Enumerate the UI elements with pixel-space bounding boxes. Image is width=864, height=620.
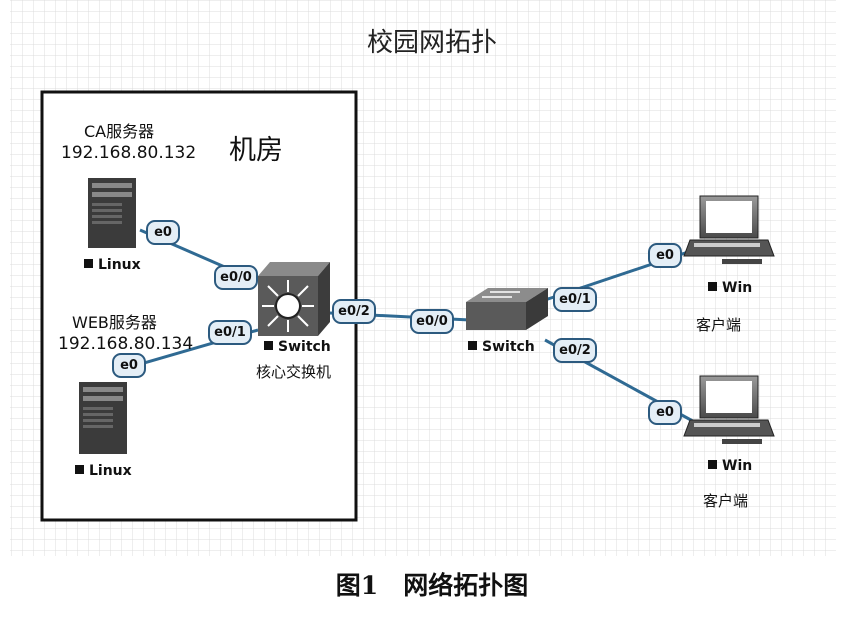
client2-port-badge[interactable]: e0	[648, 400, 682, 425]
client2-os: Win	[708, 458, 752, 474]
figure-caption: 图1 网络拓扑图	[335, 571, 529, 600]
core-port-e0-0-badge[interactable]: e0/0	[214, 265, 258, 290]
web-server-name: WEB服务器	[72, 313, 157, 332]
os-marker-icon	[708, 282, 717, 291]
web-server-icon[interactable]	[79, 382, 127, 454]
web-port-badge[interactable]: e0	[112, 353, 146, 378]
ca-server-icon[interactable]	[88, 178, 136, 248]
core-switch-icon[interactable]	[258, 262, 330, 336]
device-marker-icon	[468, 341, 477, 350]
core-switch-label: Switch	[264, 339, 331, 355]
web-server-os: Linux	[75, 463, 132, 479]
diagram-title: 校园网拓扑	[366, 28, 497, 58]
os-marker-icon	[84, 259, 93, 268]
access-port-e0-1-badge[interactable]: e0/1	[553, 287, 597, 312]
os-marker-icon	[708, 460, 717, 469]
web-server-ip: 192.168.80.134	[58, 334, 194, 354]
ca-server-os: Linux	[84, 257, 141, 273]
ca-port-badge[interactable]: e0	[146, 220, 180, 245]
client1-os: Win	[708, 280, 752, 296]
core-port-e0-1-badge[interactable]: e0/1	[208, 320, 252, 345]
os-marker-icon	[75, 465, 84, 474]
access-switch-label: Switch	[468, 339, 535, 355]
client1-name: 客户端	[696, 316, 742, 334]
device-marker-icon	[264, 341, 273, 350]
machine-room-label: 机房	[229, 135, 283, 166]
core-switch-name: 核心交换机	[256, 363, 332, 381]
client2-pc-icon[interactable]	[683, 375, 775, 444]
ca-server-name: CA服务器	[84, 122, 155, 141]
client1-port-badge[interactable]: e0	[648, 243, 682, 268]
access-port-e0-2-badge[interactable]: e0/2	[553, 338, 597, 363]
access-port-e0-0-badge[interactable]: e0/0	[410, 309, 454, 334]
core-port-e0-2-badge[interactable]: e0/2	[332, 299, 376, 324]
client2-name: 客户端	[703, 492, 749, 510]
ca-server-ip: 192.168.80.132	[61, 143, 197, 163]
client1-pc-icon[interactable]	[683, 195, 775, 264]
access-switch-icon[interactable]	[466, 288, 548, 330]
